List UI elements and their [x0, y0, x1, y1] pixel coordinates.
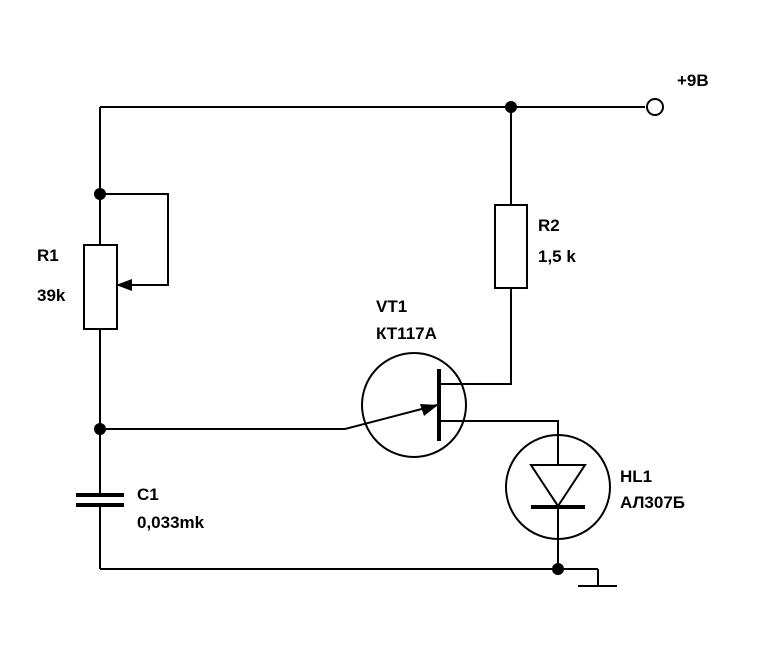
hl1-value: АЛ307Б — [620, 493, 685, 512]
c1-name: C1 — [137, 485, 159, 504]
r2-value: 1,5 k — [538, 247, 576, 266]
vt1-envelope — [361, 352, 467, 458]
r1-body — [83, 244, 118, 330]
r2-resistor: R2 1,5 k — [448, 107, 576, 385]
r2-body — [494, 204, 528, 289]
c1-capacitor: C1 0,033mk — [76, 429, 205, 569]
c1-value: 0,033mk — [137, 513, 205, 532]
vt1-transistor: VT1 КТ117А — [361, 297, 559, 465]
r1-potentiometer: R1 39k — [37, 107, 169, 429]
hl1-name: HL1 — [620, 467, 652, 486]
diode-triangle-icon — [529, 464, 587, 508]
ground-rail — [100, 563, 617, 587]
supply-label: +9В — [677, 71, 709, 90]
wiper-arrow — [116, 279, 132, 291]
emitter-arrow — [420, 404, 438, 416]
r1-value: 39k — [37, 286, 66, 305]
vt1-value: КТ117А — [376, 324, 437, 343]
r1-name: R1 — [37, 246, 59, 265]
hl1-led: HL1 АЛ307Б — [505, 434, 685, 569]
r2-name: R2 — [538, 216, 560, 235]
supply-rail: +9В — [100, 71, 709, 116]
emitter-wire — [94, 404, 438, 435]
supply-terminal — [646, 98, 664, 116]
vt1-name: VT1 — [376, 297, 407, 316]
